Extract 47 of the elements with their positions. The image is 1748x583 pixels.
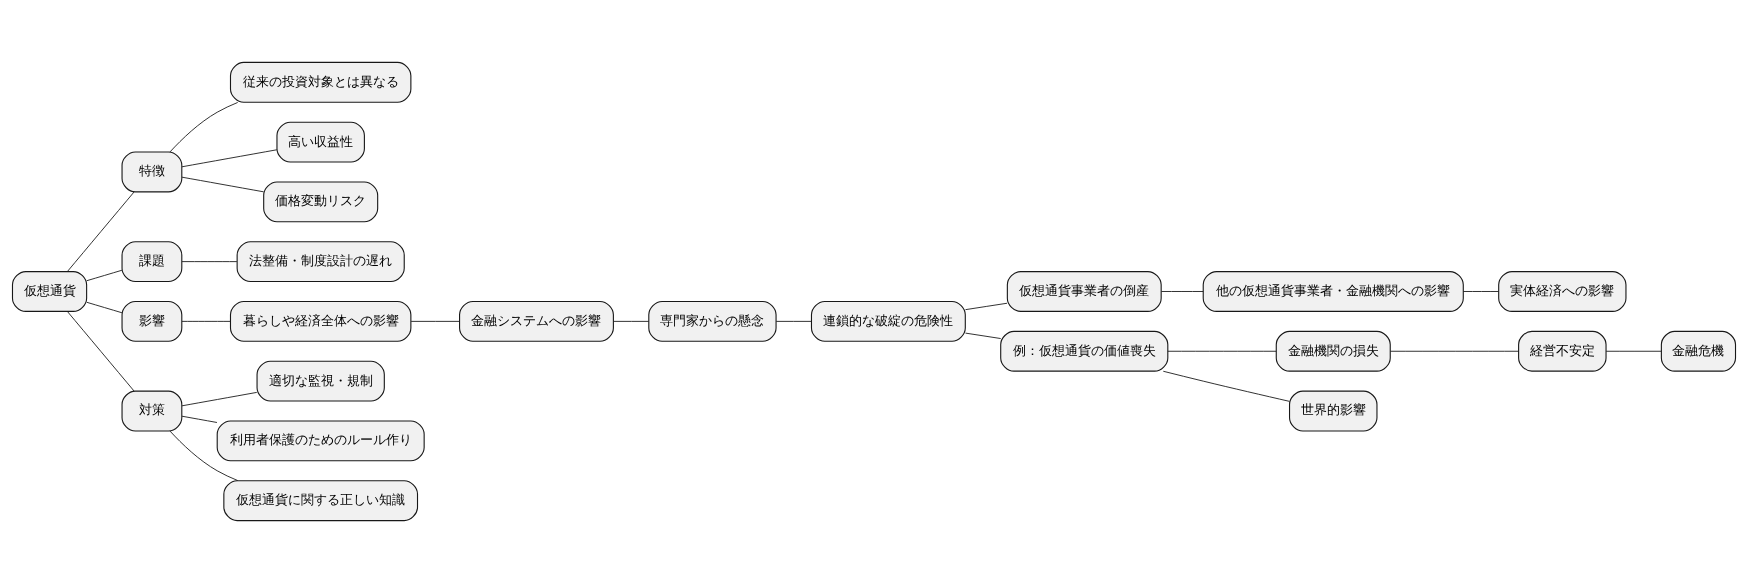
node-box: 利用者保護のためのルール作り	[216, 420, 425, 462]
connector	[1462, 291, 1499, 292]
node-box: 経営不安定	[1518, 330, 1607, 372]
connector	[67, 191, 135, 272]
connector	[86, 269, 123, 282]
node-box: 連鎖的な破綻の危険性	[810, 300, 966, 342]
node-box: 仮想通貨	[11, 271, 88, 312]
connector	[181, 320, 231, 322]
node-box: 仮想通貨事業者の倒産	[1006, 271, 1162, 312]
node-box: 法整備・制度設計の遅れ	[236, 241, 405, 283]
node-box: 世界的影響	[1289, 390, 1378, 432]
connector	[1605, 350, 1662, 352]
node-box: 仮想通貨に関する正しい知識	[223, 480, 419, 522]
connector	[169, 102, 239, 153]
node-box: 影響	[121, 300, 183, 342]
node-box: 金融危機	[1660, 330, 1737, 372]
node-box: 例：仮想通貨の価値喪失	[1000, 330, 1169, 372]
connector	[181, 261, 238, 263]
connector	[1167, 350, 1277, 352]
node-box: 対策	[121, 390, 183, 432]
connector	[410, 320, 460, 322]
node-box: 高い収益性	[276, 121, 365, 163]
node-box: 他の仮想通貨事業者・金融機関への影響	[1202, 271, 1464, 312]
connector	[169, 430, 239, 481]
connector	[1161, 291, 1204, 292]
connector	[181, 415, 218, 423]
connector	[86, 301, 123, 314]
node-box: 従来の投資対象とは異なる	[229, 61, 412, 103]
node-box: 暮らしや経済全体への影響	[229, 300, 412, 342]
connector	[181, 149, 278, 168]
node-box: 専門家からの懸念	[648, 300, 777, 342]
node-box: 実体経済への影響	[1498, 271, 1627, 312]
node-box: 金融システムへの影響	[459, 300, 614, 342]
connector	[67, 311, 135, 392]
connector	[965, 302, 1008, 311]
node-box: 課題	[121, 241, 183, 283]
connector	[1162, 370, 1290, 402]
connector	[1390, 350, 1520, 352]
connector	[181, 176, 265, 193]
connector	[775, 320, 812, 322]
node-box: 特徴	[121, 151, 183, 193]
node-box: 金融機関の損失	[1275, 330, 1391, 372]
node-box: 価格変動リスク	[263, 181, 379, 223]
connector	[965, 332, 1002, 339]
connector	[181, 391, 258, 407]
connector	[613, 320, 650, 322]
node-box: 適切な監視・規制	[256, 360, 385, 402]
